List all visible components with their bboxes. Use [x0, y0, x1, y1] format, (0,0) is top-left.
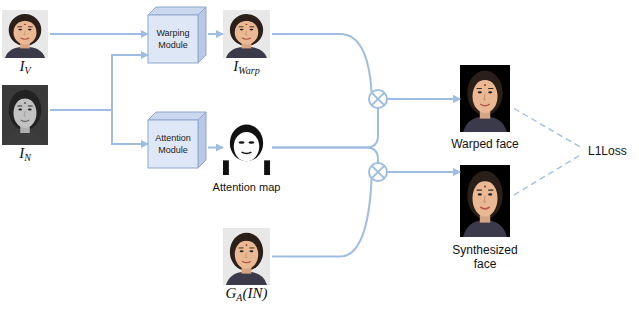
process-box: Attention Module [148, 120, 198, 168]
face-image-in [2, 85, 48, 145]
flow-arrow [272, 148, 460, 173]
caption-label: Warped face [451, 137, 519, 151]
loss-connector [514, 109, 582, 149]
flow-arrow [50, 110, 148, 144]
loss-label-node: L1Loss [586, 142, 629, 160]
warping-cube [148, 7, 206, 63]
attention-map-image [223, 120, 270, 175]
caption-label: Synthesized face [446, 243, 524, 271]
result-image-node: Warped face [460, 65, 510, 132]
face-image-ga [223, 228, 270, 285]
synthesized-face-image [460, 165, 510, 237]
symbol-label: IV [19, 59, 30, 73]
warped-face-image [460, 65, 510, 132]
flow-arrow [50, 55, 148, 110]
input-image-node: IV [2, 10, 48, 58]
caption-label: Attention map [213, 180, 281, 194]
flow-arrow [208, 147, 223, 149]
output-image-node: IWarp [223, 10, 270, 58]
loss-connector [514, 154, 582, 195]
flow-arrow [272, 99, 460, 148]
symbol-label: GA(IN) [226, 286, 268, 300]
flow-arrow [272, 34, 460, 99]
face-image-iv [2, 10, 48, 58]
attention-cube [148, 112, 206, 168]
flow-arrow [50, 33, 148, 35]
process-box: Warping Module [148, 15, 198, 63]
result-image-node: Synthesized face [460, 165, 510, 237]
symbol-label: IWarp [233, 59, 259, 73]
caption-label: L1Loss [588, 144, 627, 158]
flow-arrow [208, 33, 223, 35]
input-image-node: IN [2, 85, 48, 145]
multiply-symbol [369, 90, 387, 108]
module-label: Attention Module [148, 132, 198, 156]
flow-arrow [272, 172, 460, 257]
generated-image-node: GA(IN) [223, 228, 270, 285]
module-label: Warping Module [148, 27, 198, 51]
face-image-iwarp [223, 10, 270, 58]
symbol-label: IN [19, 146, 31, 160]
multiply-symbol [369, 163, 387, 181]
attention-map-node: Attention map [223, 120, 270, 175]
